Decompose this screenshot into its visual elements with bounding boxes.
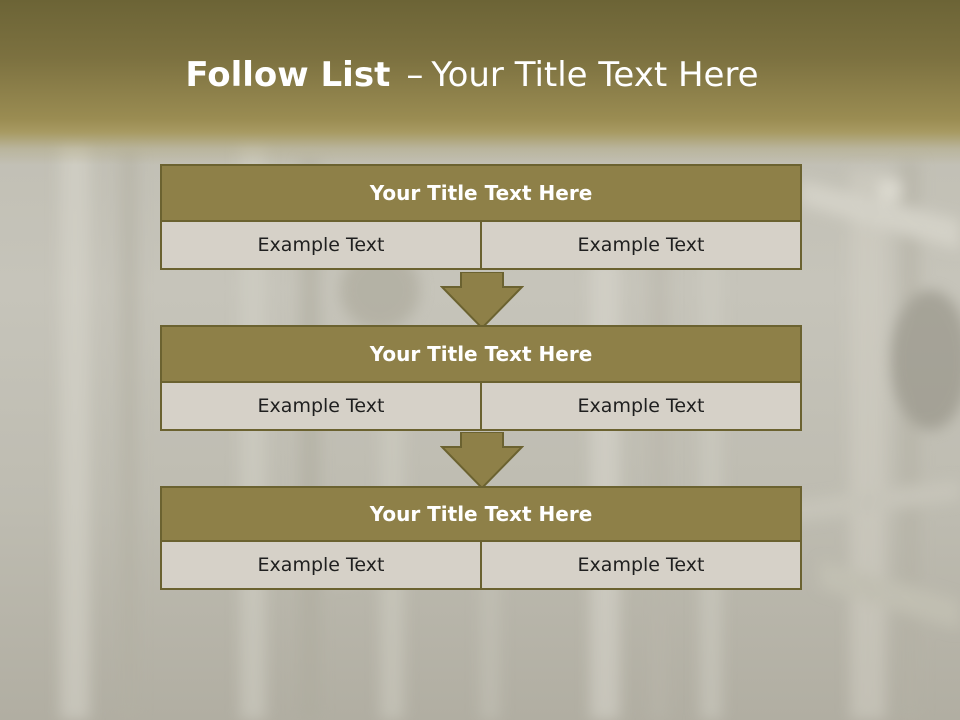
step-3-right-text: Example Text (480, 542, 800, 588)
step-1-title: Your Title Text Here (162, 166, 800, 222)
slide-title-rest: Your Title Text Here (431, 55, 759, 95)
down-arrow-icon-1 (440, 272, 524, 330)
step-2-left-text: Example Text (257, 395, 385, 417)
down-arrow-icon-2 (440, 432, 524, 490)
header-band (0, 0, 960, 165)
step-1-cells: Example Text Example Text (162, 222, 800, 268)
step-2-cells: Example Text Example Text (162, 383, 800, 429)
slide-title: Follow List–Your Title Text Here (0, 52, 944, 98)
step-3-left-text: Example Text (257, 554, 385, 576)
step-1-left-text: Example Text (257, 234, 385, 256)
step-box-1: Your Title Text Here Example Text Exampl… (160, 164, 802, 270)
step-3-title: Your Title Text Here (162, 488, 800, 542)
step-box-2: Your Title Text Here Example Text Exampl… (160, 325, 802, 431)
step-2-title: Your Title Text Here (162, 327, 800, 383)
slide-title-separator: – (406, 55, 424, 95)
step-2-right-text: Example Text (480, 383, 800, 429)
step-3-cells: Example Text Example Text (162, 542, 800, 588)
step-1-right-text: Example Text (480, 222, 800, 268)
slide-title-bold: Follow List (185, 55, 391, 95)
step-box-3: Your Title Text Here Example Text Exampl… (160, 486, 802, 590)
